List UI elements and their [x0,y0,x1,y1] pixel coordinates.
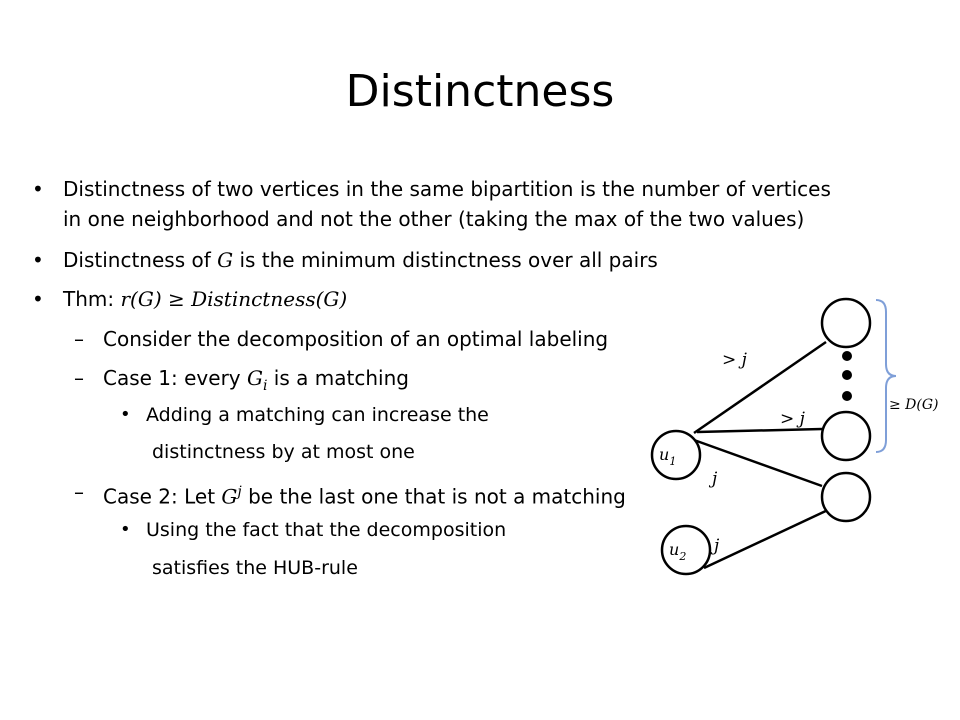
bullet-marker: • [120,404,131,425]
sub-bullet-2-math: G [246,366,263,390]
sub-bullet-3-text-post: be the last one that is not a matching [241,484,626,509]
edge-label-gt-j-mid: > j [780,409,806,429]
dot [842,391,852,401]
sub-bullet-2-math-sub: i [262,378,268,394]
bullet-1-line-1: Distinctness of two vertices in the same… [63,177,831,201]
bullet-2-math: G [217,248,234,272]
sub-bullet-2: Case 1: every Gi is a matching [103,363,409,401]
dash-marker: – [74,327,84,351]
node-right-bottom [820,471,872,523]
edge-u1-mid [696,427,823,434]
edge-u1-top [693,340,827,435]
slide-title: Distinctness [345,66,615,117]
dash-marker: – [74,366,84,390]
sub-bullet-3-math-sup: j [237,484,242,500]
bullet-marker: • [32,287,44,311]
graph-edges [693,340,831,570]
node-u1 [650,429,702,481]
bullet-2-text-pre: Distinctness of [63,248,218,272]
node-u2-label: u2 [669,540,686,563]
dot [842,370,852,380]
dash-marker: – [74,480,84,504]
node-right-top [820,297,872,349]
ellipsis-dots [842,351,852,401]
sub-sub-bullet-2-line-1: Using the fact that the decomposition [146,519,507,541]
node-u1-label: u1 [659,445,676,468]
sub-bullet-3-math: G [221,484,238,509]
graph-nodes [650,297,872,576]
dot [842,351,852,361]
bullet-3-math: r(G) ≥ Distinctness(G) [120,287,348,311]
brace-label: ≥ D(G) [889,397,939,413]
sub-sub-bullet-1-line-2: distinctness by at most one [152,441,415,463]
sub-bullet-2-text-post: is a matching [267,366,409,390]
sub-sub-bullet-2-line-2: satisfies the HUB-rule [152,557,358,579]
bullet-3-text-pre: Thm: [63,287,121,311]
edge-u1-bottom [693,438,823,488]
sub-sub-bullet-1-line-1: Adding a matching can increase the [146,404,489,426]
edge-u2-bottom [703,507,831,570]
bullet-marker: • [32,248,44,272]
brace [875,299,897,453]
edge-label-j-1: j [708,469,718,489]
bullet-marker: • [32,177,44,201]
edge-label-gt-j-top: > j [722,350,748,370]
bullet-3: Thm: r(G) ≥ Distinctness(G) [63,284,347,314]
sub-bullet-3: Case 2: Let Gj be the last one that is n… [103,477,626,512]
sub-bullet-1: Consider the decomposition of an optimal… [103,327,609,351]
sub-bullet-2-text-pre: Case 1: every [103,366,247,390]
node-u2 [660,524,712,576]
sub-bullet-3-text-pre: Case 2: Let [103,484,222,509]
edge-label-j-2: j [710,536,720,556]
bullet-1-line-2: in one neighborhood and not the other (t… [63,207,805,231]
node-right-mid [820,410,872,462]
bullet-marker: • [120,519,131,540]
bullet-2-text-post: is the minimum distinctness over all pai… [233,248,658,272]
bullet-2: Distinctness of G is the minimum distinc… [63,245,658,275]
